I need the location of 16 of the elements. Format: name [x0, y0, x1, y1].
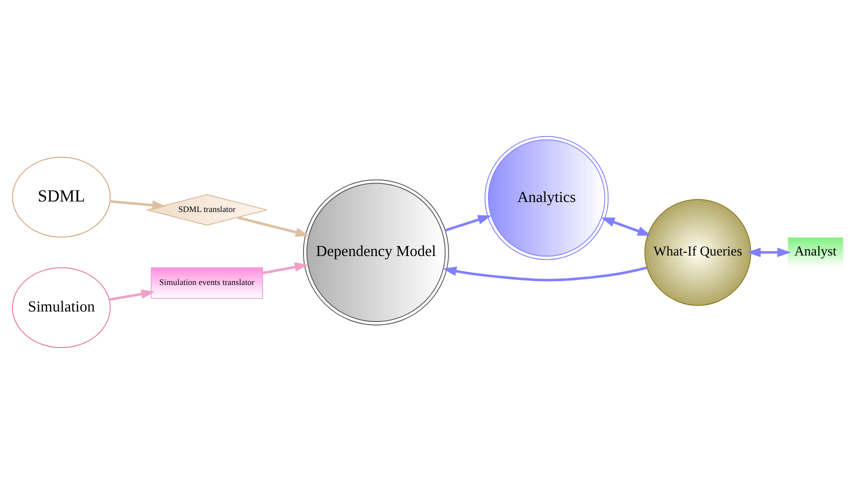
- node-box: Simulation events translator: [150, 267, 263, 299]
- node-circle: Dependency Model: [303, 179, 450, 326]
- arrow: [442, 266, 648, 282]
- node-circle: Analytics: [484, 136, 609, 260]
- node-ellipse: Simulation: [12, 267, 111, 348]
- node-circle: What-If Queries: [644, 199, 752, 306]
- arrow: [237, 216, 310, 237]
- arrow: [747, 248, 791, 258]
- node-diamond: SDML translator: [146, 194, 268, 226]
- arrow: [601, 218, 652, 236]
- arrow: [262, 262, 308, 274]
- arrow: [444, 215, 492, 232]
- arrow: [109, 289, 155, 301]
- node-box: Analyst: [787, 236, 844, 268]
- node-ellipse: SDML: [12, 156, 111, 238]
- arrow: [110, 200, 166, 210]
